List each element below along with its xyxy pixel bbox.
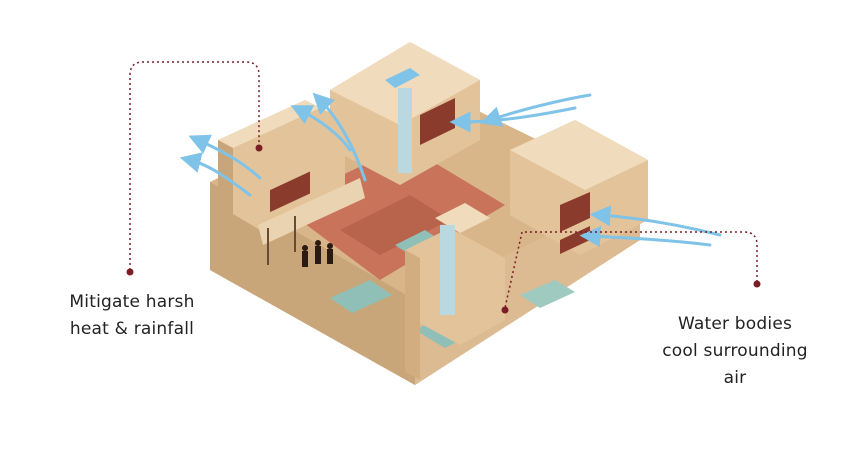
airflow-arrow-icon xyxy=(179,152,252,197)
annotation-line: heat & rainfall xyxy=(69,319,195,339)
central-tower xyxy=(330,42,480,185)
annotation-line: Water bodies xyxy=(677,314,793,334)
leader-dot-icon xyxy=(126,268,134,276)
airflow-arrow-icon xyxy=(188,134,262,180)
right-wing xyxy=(510,120,648,255)
leader-lines xyxy=(129,61,758,309)
people-silhouettes xyxy=(302,240,333,267)
annotation-line: air xyxy=(723,368,747,388)
left-wing xyxy=(218,100,365,265)
leader-dot-icon xyxy=(255,144,263,152)
leader-dot-icon xyxy=(753,280,761,288)
annotation-water-bodies: Water bodies cool surrounding air xyxy=(640,311,830,392)
airflow-arrow-icon xyxy=(290,105,352,152)
annotation-heat-rainfall: Mitigate harsh heat & rainfall xyxy=(52,289,212,343)
airflow-arrow-icon xyxy=(449,106,577,133)
front-tower xyxy=(405,203,505,380)
annotation-line: Mitigate harsh xyxy=(69,292,195,312)
leader-dots xyxy=(126,144,761,314)
airflow-arrow-icon xyxy=(480,93,592,127)
annotation-line: cool surrounding xyxy=(662,341,808,361)
airflow-arrow-icon xyxy=(312,92,367,182)
airflow-arrow-icon xyxy=(579,226,712,248)
leader-dot-icon xyxy=(501,306,509,314)
